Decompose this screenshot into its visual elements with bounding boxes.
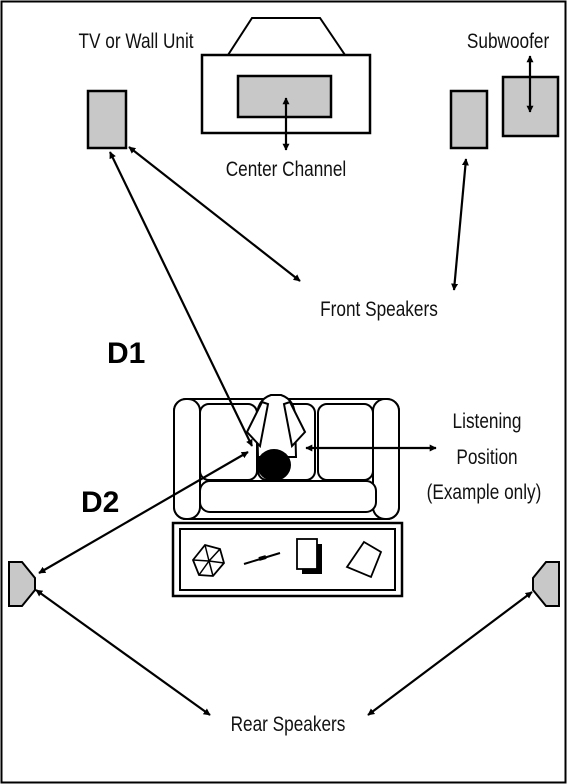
d2-distance-arrow	[38, 451, 249, 574]
listening-label-line2: Position	[456, 447, 517, 470]
cd-case-icon	[345, 540, 383, 579]
rear-speakers-label: Rear Speakers	[231, 714, 346, 737]
front-speakers-label: Front Speakers	[320, 299, 438, 322]
d1-label: D1	[107, 337, 145, 370]
rear-right-speaker	[532, 561, 560, 607]
listening-label-line3: (Example only)	[427, 482, 542, 505]
front-right-arrow	[451, 158, 469, 291]
pen-icon	[243, 552, 281, 565]
center-channel-speaker	[236, 74, 333, 119]
front-left-speaker	[86, 89, 128, 150]
front-right-speaker	[449, 89, 489, 150]
rear-left-speaker	[8, 561, 36, 607]
book-icon	[296, 538, 322, 574]
rear-left-arrow	[35, 589, 211, 716]
center-channel-label: Center Channel	[226, 159, 347, 182]
person-top-view	[245, 394, 307, 481]
rear-right-arrow	[367, 591, 533, 716]
subwoofer-label: Subwoofer	[467, 31, 550, 54]
tv-label: TV or Wall Unit	[79, 31, 195, 54]
d2-label: D2	[81, 486, 119, 519]
d1-distance-arrow	[109, 151, 253, 447]
listening-label-line1: Listening	[453, 411, 522, 434]
